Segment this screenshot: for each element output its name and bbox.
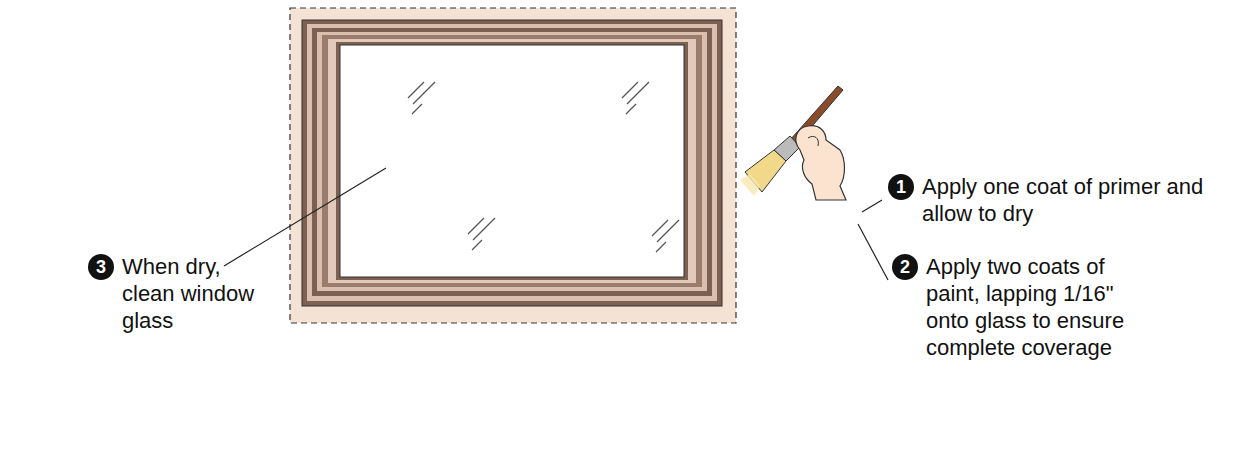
window-frame [302, 20, 722, 306]
leader-line [862, 200, 882, 212]
callout-number: 2 [892, 254, 918, 280]
leader-line [858, 224, 888, 280]
leader-line [224, 168, 386, 266]
masked-area [290, 8, 736, 323]
callout-number: 1 [888, 174, 914, 200]
hand [796, 126, 846, 200]
glass-reflection [408, 82, 679, 252]
callout-note: Apply one coat of primer and allow to dr… [922, 173, 1242, 227]
callout-note: Apply two coats of paint, lapping 1/16" … [926, 253, 1131, 361]
callout-note: When dry, clean window glass [122, 253, 272, 334]
callout-number: 3 [88, 254, 114, 280]
leader-lines [224, 168, 888, 280]
